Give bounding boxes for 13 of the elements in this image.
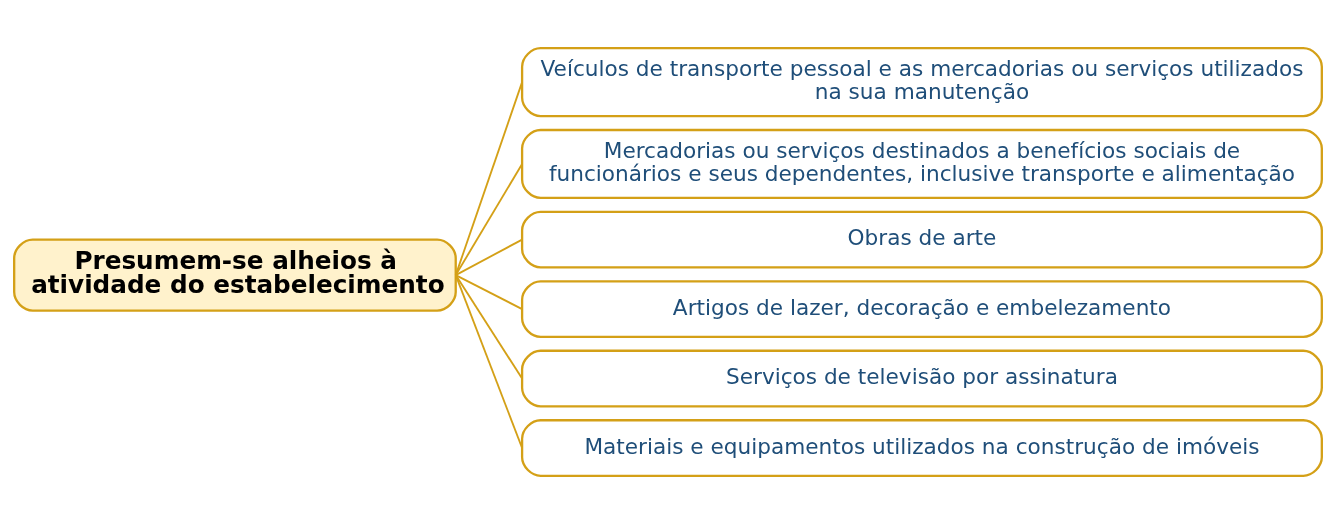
node-box: Materiais e equipamentos utilizados na construção de imóveis — [520, 418, 1323, 477]
node-box: Veículos de transporte pessoal e as mercadorias ou serviços utilizados na sua manutenção — [520, 46, 1323, 117]
connector — [454, 273, 524, 379]
connector — [454, 80, 524, 276]
node-box: Artigos de lazer, decoração e embelezamento — [520, 279, 1323, 338]
node-box: Serviços de televisão por assinatura — [520, 349, 1323, 407]
node-box: Obras de arte — [520, 210, 1323, 269]
connector — [454, 162, 524, 276]
node-box: Mercadorias ou serviços destinados a benefícios sociais de funcionários e seus dependentes, inclusive transporte e alimentação — [520, 128, 1323, 199]
connector — [454, 273, 524, 310]
node-box: Presumem-se alheios à atividade do estabelecimento — [13, 237, 457, 312]
connector — [454, 238, 524, 276]
connector — [454, 273, 524, 449]
